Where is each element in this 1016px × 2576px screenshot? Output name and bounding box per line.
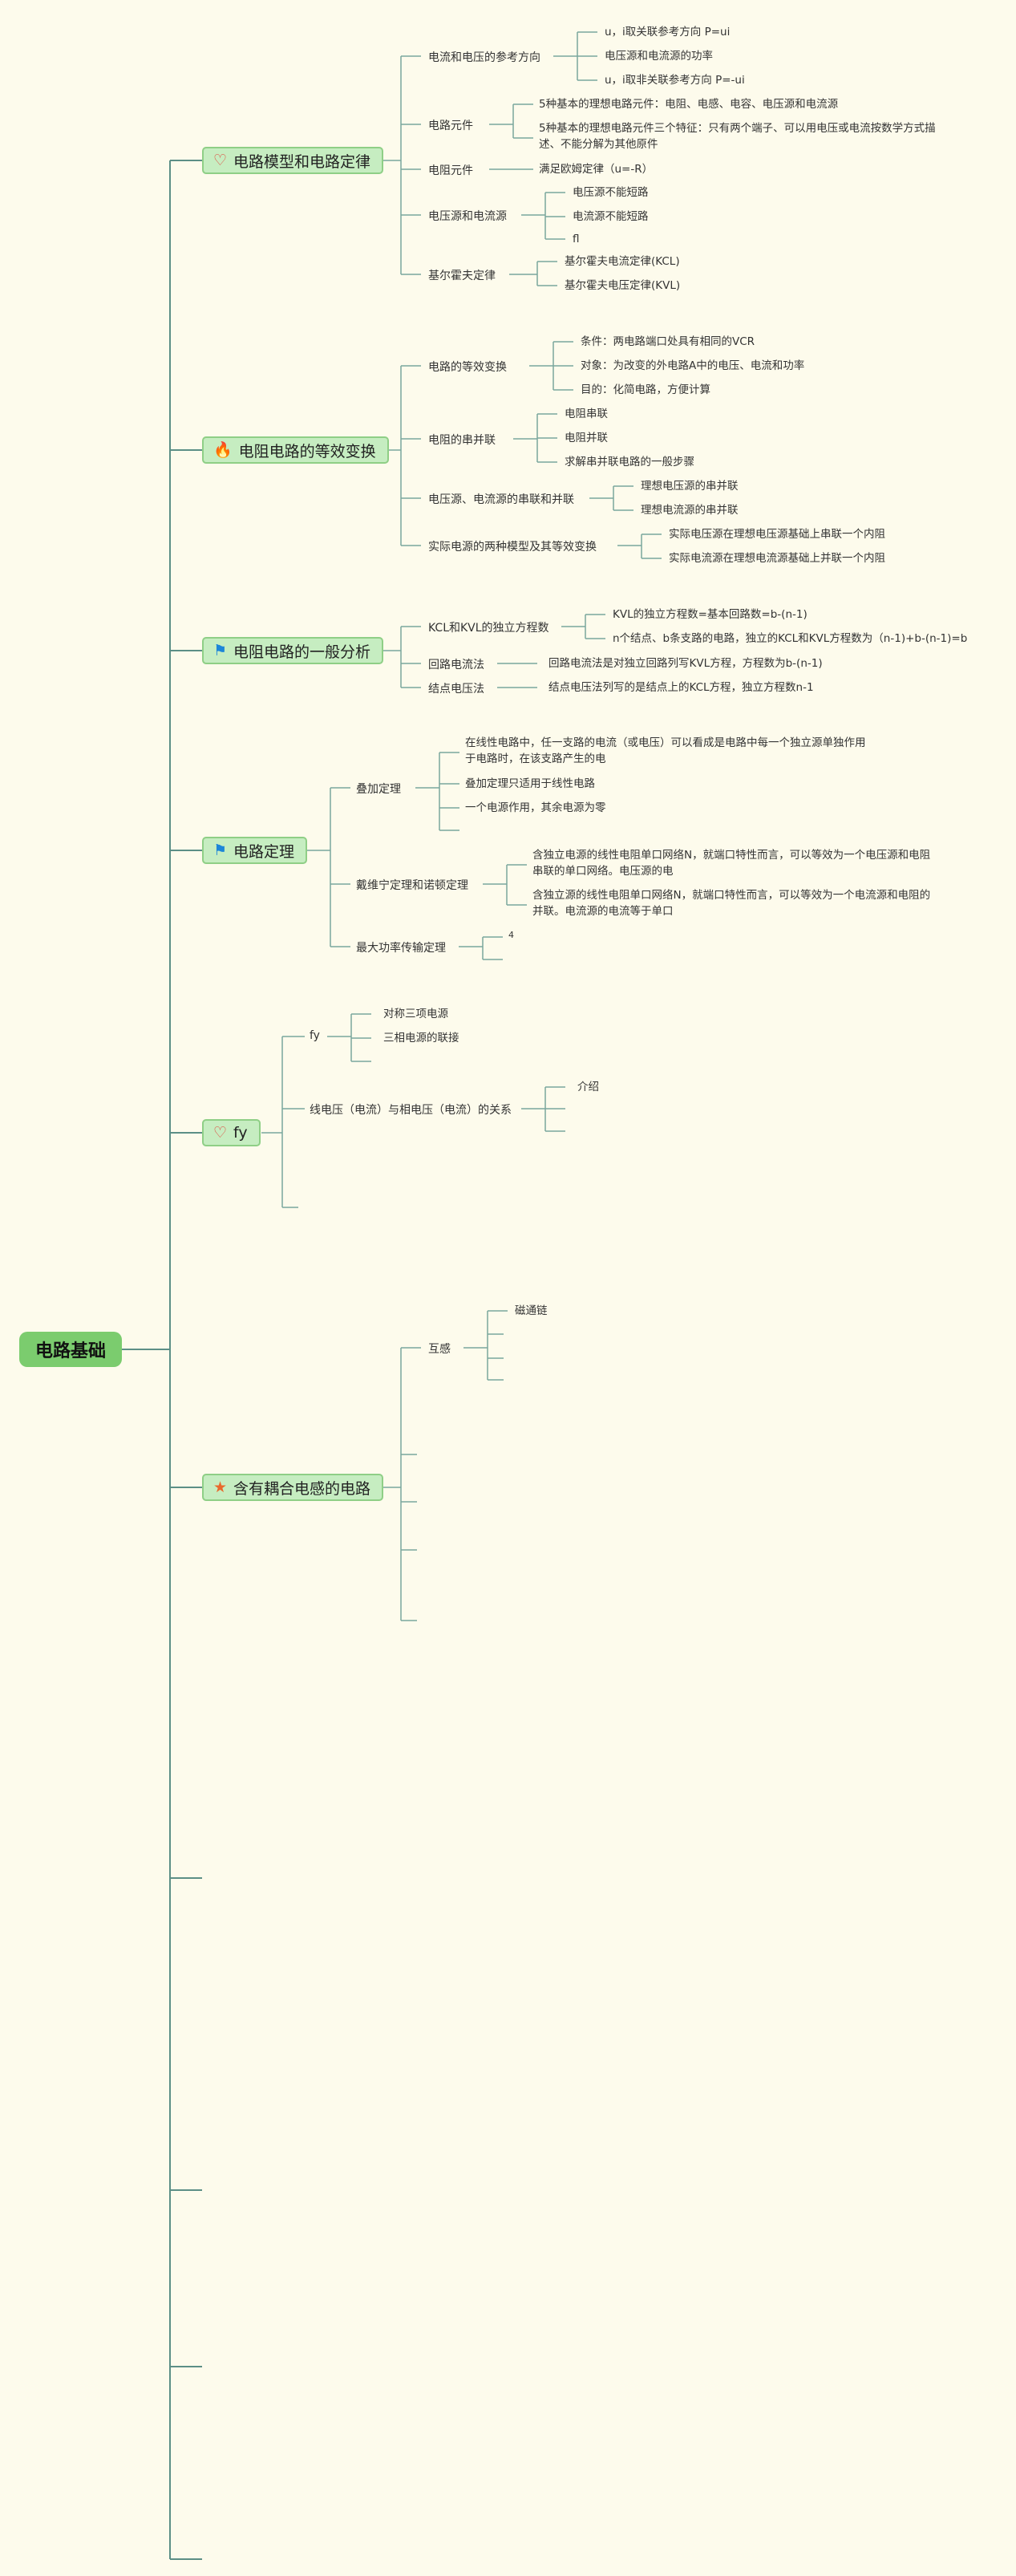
leaf-node-voltage-method[interactable]: 结点电压法列写的是结点上的KCL方程，独立方程数n-1 (548, 681, 814, 694)
star-icon: ★ (213, 1478, 228, 1496)
root-node[interactable]: 电路基础 (19, 1332, 122, 1367)
leaf-flux-linkage[interactable]: 磁通链 (515, 1304, 548, 1317)
sub-resistor[interactable]: 电阻元件 (428, 164, 473, 177)
leaf-purpose[interactable]: 目的：化简电路，方便计算 (581, 383, 710, 396)
leaf-total-count[interactable]: n个结点、b条支路的电路，独立的KCL和KVL方程数为（n-1)+b-(n-1)… (613, 632, 968, 645)
sub-kirchhoff[interactable]: 基尔霍夫定律 (428, 270, 496, 282)
leaf-practical-current[interactable]: 实际电流源在理想电流源基础上并联一个内阻 (669, 552, 885, 565)
topic-coupled-inductors[interactable]: ★ 含有耦合电感的电路 (202, 1474, 384, 1501)
leaf-element-features[interactable]: 5种基本的理想电路元件三个特征：只有两个端子、可以用电压或电流按数学方式描述、不… (539, 122, 936, 151)
leaf-kvl[interactable]: 基尔霍夫电压定律(KVL) (565, 279, 681, 292)
leaf-voltage-no-short[interactable]: 电压源不能短路 (573, 186, 649, 199)
sub-series-parallel[interactable]: 电阻的串并联 (428, 434, 496, 447)
leaf-one-source[interactable]: 一个电源作用，其余电源为零 (465, 801, 606, 814)
leaf-linear-only[interactable]: 叠加定理只适用于线性电路 (465, 777, 595, 790)
sub-circuit-elements[interactable]: 电路元件 (428, 120, 473, 132)
leaf-voltage-sources[interactable]: 理想电压源的串并联 (641, 480, 739, 493)
heart-icon: ♡ (213, 1123, 228, 1142)
leaf-ohm-law[interactable]: 满足欧姆定律（u=-R） (539, 163, 654, 176)
leaf-kvl-count[interactable]: KVL的独立方程数=基本回路数=b-(n-1) (613, 608, 808, 621)
leaf-five-elements[interactable]: 5种基本的理想电路元件：电阻、电感、电容、电压源和电流源 (539, 98, 839, 111)
leaf-condition[interactable]: 条件：两电路端口处具有相同的VCR (581, 335, 755, 348)
leaf-series[interactable]: 电阻串联 (565, 408, 608, 420)
leaf-superposition-definition[interactable]: 在线性电路中，任一支路的电流（或电压）可以看成是电路中每一个独立源单独作用于电路… (465, 736, 866, 765)
sub-equivalent-transform[interactable]: 电路的等效变换 (428, 361, 507, 374)
leaf-symmetric-source[interactable]: 对称三项电源 (383, 1008, 448, 1020)
topic-label: 电阻电路的一般分析 (233, 643, 371, 661)
leaf-thevenin[interactable]: 含独立电源的线性电阻单口网络N，就端口特性而言，可以等效为一个电压源和电阻串联的… (532, 849, 931, 878)
fire-icon: 🔥 (213, 440, 233, 459)
sub-independent-equations[interactable]: KCL和KVL的独立方程数 (428, 622, 549, 635)
leaf-norton[interactable]: 含独立源的线性电阻单口网络N，就端口特性而言，可以等效为一个电流源和电阻的并联。… (532, 889, 931, 918)
sub-practical-source[interactable]: 实际电源的两种模型及其等效变换 (428, 541, 597, 554)
leaf-fl[interactable]: fl (573, 233, 580, 245)
topic-label: 电阻电路的等效变换 (238, 442, 376, 460)
topic-general-analysis[interactable]: ⚑ 电阻电路的一般分析 (202, 637, 384, 664)
sub-source-combination[interactable]: 电压源、电流源的串联和并联 (428, 493, 574, 506)
topic-circuit-theorems[interactable]: ⚑ 电路定理 (202, 837, 308, 864)
leaf-introduction[interactable]: 介绍 (577, 1081, 599, 1093)
leaf-parallel[interactable]: 电阻并联 (565, 432, 608, 444)
sub-line-phase-relation[interactable]: 线电压（电流）与相电压（电流）的关系 (310, 1104, 512, 1117)
leaf-four[interactable]: 4 (508, 930, 514, 940)
topic-label: 电路定理 (233, 842, 295, 861)
flag-icon: ⚑ (213, 641, 228, 659)
leaf-source-power[interactable]: 电压源和电流源的功率 (605, 50, 713, 63)
sub-mutual-inductance[interactable]: 互感 (428, 1343, 451, 1356)
leaf-associated-power[interactable]: u，i取关联参考方向 P=ui (605, 26, 731, 39)
leaf-current-sources[interactable]: 理想电流源的串并联 (641, 504, 739, 517)
leaf-non-associated-power[interactable]: u，i取非关联参考方向 P=-ui (605, 74, 745, 87)
sub-reference-direction[interactable]: 电流和电压的参考方向 (428, 51, 540, 64)
topic-label: 电路模型和电路定律 (233, 152, 371, 171)
leaf-current-no-short[interactable]: 电流源不能短路 (573, 210, 649, 223)
topic-label: 含有耦合电感的电路 (233, 1479, 371, 1498)
leaf-three-phase-connection[interactable]: 三相电源的联接 (383, 1032, 459, 1045)
sub-thevenin-norton[interactable]: 戴维宁定理和诺顿定理 (356, 879, 468, 892)
sub-node-voltage[interactable]: 结点电压法 (428, 683, 484, 696)
leaf-steps[interactable]: 求解串并联电路的一般步骤 (565, 456, 694, 469)
topic-fy[interactable]: ♡ fy (202, 1119, 261, 1146)
flag-icon: ⚑ (213, 841, 228, 859)
leaf-loop-current-method[interactable]: 回路电流法是对独立回路列写KVL方程，方程数为b-(n-1) (548, 657, 823, 670)
topic-circuit-model[interactable]: ♡ 电路模型和电路定律 (202, 147, 384, 174)
sub-loop-current[interactable]: 回路电流法 (428, 659, 484, 671)
topic-equivalent-transform[interactable]: 🔥 电阻电路的等效变换 (202, 436, 389, 464)
leaf-kcl[interactable]: 基尔霍夫电流定律(KCL) (565, 255, 680, 268)
leaf-practical-voltage[interactable]: 实际电压源在理想电压源基础上串联一个内阻 (669, 528, 885, 541)
sub-max-power[interactable]: 最大功率传输定理 (356, 942, 446, 955)
sub-superposition[interactable]: 叠加定理 (356, 783, 401, 796)
sub-fy[interactable]: fy (310, 1029, 320, 1042)
sub-sources[interactable]: 电压源和电流源 (428, 210, 507, 223)
heart-icon: ♡ (213, 151, 228, 169)
topic-label: fy (233, 1124, 248, 1142)
leaf-object[interactable]: 对象：为改变的外电路A中的电压、电流和功率 (581, 359, 805, 372)
